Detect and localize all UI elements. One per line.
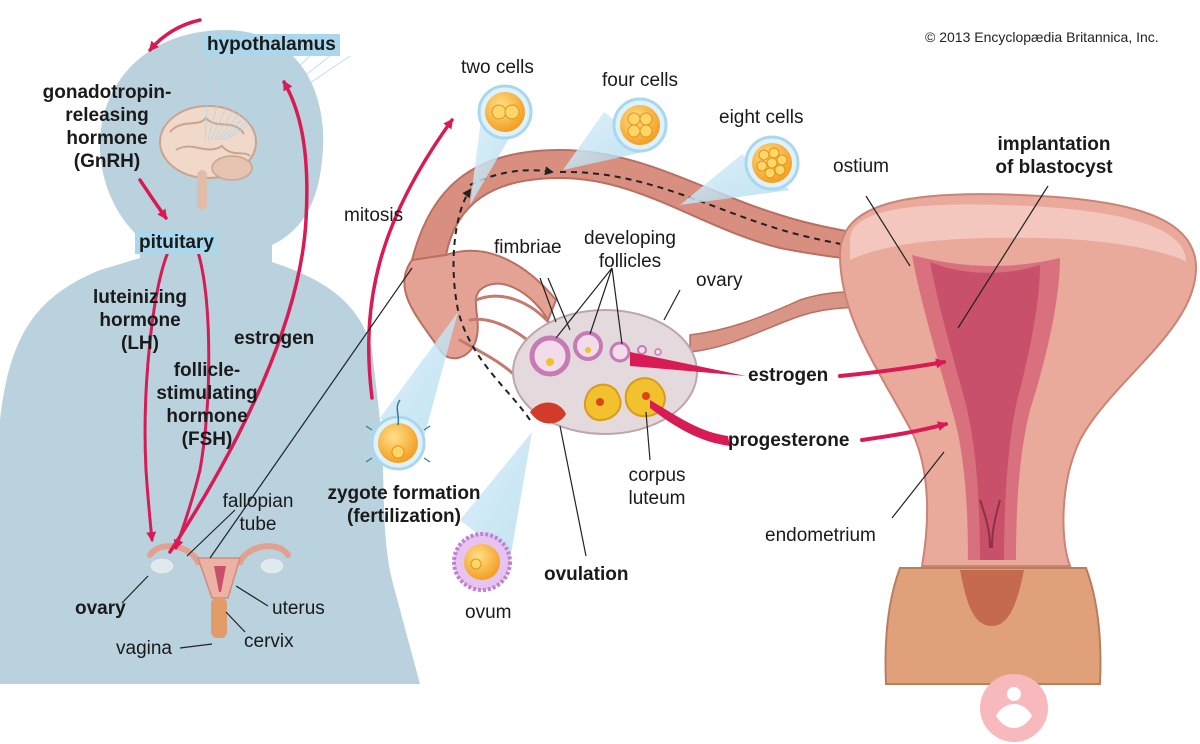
label-ovum: ovum xyxy=(465,602,512,623)
label-hypothalamus: hypothalamus xyxy=(203,34,340,56)
label-eight-cells: eight cells xyxy=(719,107,804,128)
label-ostium: ostium xyxy=(833,156,889,177)
label-ovary-right: ovary xyxy=(696,270,743,291)
label-endometrium: endometrium xyxy=(765,525,876,546)
label-gnrh-4: (GnRH) xyxy=(73,151,141,172)
mitosis-arrow xyxy=(367,118,454,400)
label-zygote-1: zygote formation xyxy=(327,483,481,504)
hypothalamus-to-pituitary-arrow xyxy=(138,178,168,220)
label-fsh-3: hormone xyxy=(166,406,248,427)
label-mitosis: mitosis xyxy=(344,205,404,226)
watermark-logo xyxy=(980,674,1048,742)
right-hormone-arrows xyxy=(367,118,948,446)
label-estrogen-right: estrogen xyxy=(748,365,829,386)
label-ovary-left: ovary xyxy=(75,598,126,619)
four-cells-illustration xyxy=(612,97,668,153)
label-gnrh-1: gonadotropin- xyxy=(42,82,172,103)
label-cervix: cervix xyxy=(244,631,294,652)
label-vagina: vagina xyxy=(116,638,172,659)
ovum-illustration xyxy=(452,532,512,592)
estrogen-wedge xyxy=(630,352,746,376)
label-ovulation: ovulation xyxy=(544,564,629,585)
zygote-illustration xyxy=(365,399,431,471)
label-implantation-1: implantation xyxy=(997,134,1111,155)
label-fimbriae: fimbriae xyxy=(494,237,562,258)
label-two-cells: two cells xyxy=(461,57,534,78)
progesterone-to-uterus-arrow xyxy=(860,421,948,442)
hypothalamus-rays xyxy=(204,55,351,141)
label-uterus: uterus xyxy=(272,598,325,619)
eight-cells-illustration xyxy=(744,135,800,191)
small-reproductive-system xyxy=(147,543,291,638)
progesterone-wedge xyxy=(650,400,730,446)
label-estrogen-left: estrogen xyxy=(234,328,315,349)
label-zygote-2: (fertilization) xyxy=(347,506,461,527)
label-lh-2: hormone xyxy=(99,310,181,331)
two-cells-illustration xyxy=(477,84,533,140)
uterus-cross-section xyxy=(838,193,1198,685)
label-fsh-4: (FSH) xyxy=(181,429,233,450)
label-implantation-2: of blastocyst xyxy=(995,157,1113,178)
label-progesterone: progesterone xyxy=(728,430,850,451)
lh-arrow xyxy=(143,250,170,542)
estrogen-feedback-arrow xyxy=(168,80,309,554)
label-developing-2: follicles xyxy=(598,251,662,272)
label-fsh-2: stimulating xyxy=(156,383,258,404)
label-gnrh-2: releasing xyxy=(65,105,149,126)
label-fallopian-1: fallopian xyxy=(222,491,294,512)
copyright-notice: © 2013 Encyclopædia Britannica, Inc. xyxy=(925,29,1159,45)
brain-illustration xyxy=(159,105,257,210)
leader-lines xyxy=(121,185,1049,649)
label-developing-1: developing xyxy=(584,228,676,249)
label-fallopian-2: tube xyxy=(239,514,277,535)
embryo-path xyxy=(452,166,931,421)
fsh-arrow xyxy=(173,250,211,550)
label-lh-3: (LH) xyxy=(121,333,159,354)
label-gnrh-3: hormone xyxy=(66,128,148,149)
label-pituitary: pituitary xyxy=(135,232,218,254)
gnrh-feedback-arrow xyxy=(148,18,202,52)
label-four-cells: four cells xyxy=(602,70,679,91)
label-fsh-1: follicle- xyxy=(173,360,241,381)
label-corpus-1: corpus xyxy=(628,465,686,486)
fallopian-tube xyxy=(403,148,921,382)
label-corpus-2: luteum xyxy=(628,488,686,509)
label-lh-1: luteinizing xyxy=(93,287,187,308)
estrogen-to-uterus-arrow xyxy=(838,358,946,378)
left-hormone-arrows xyxy=(138,18,309,554)
